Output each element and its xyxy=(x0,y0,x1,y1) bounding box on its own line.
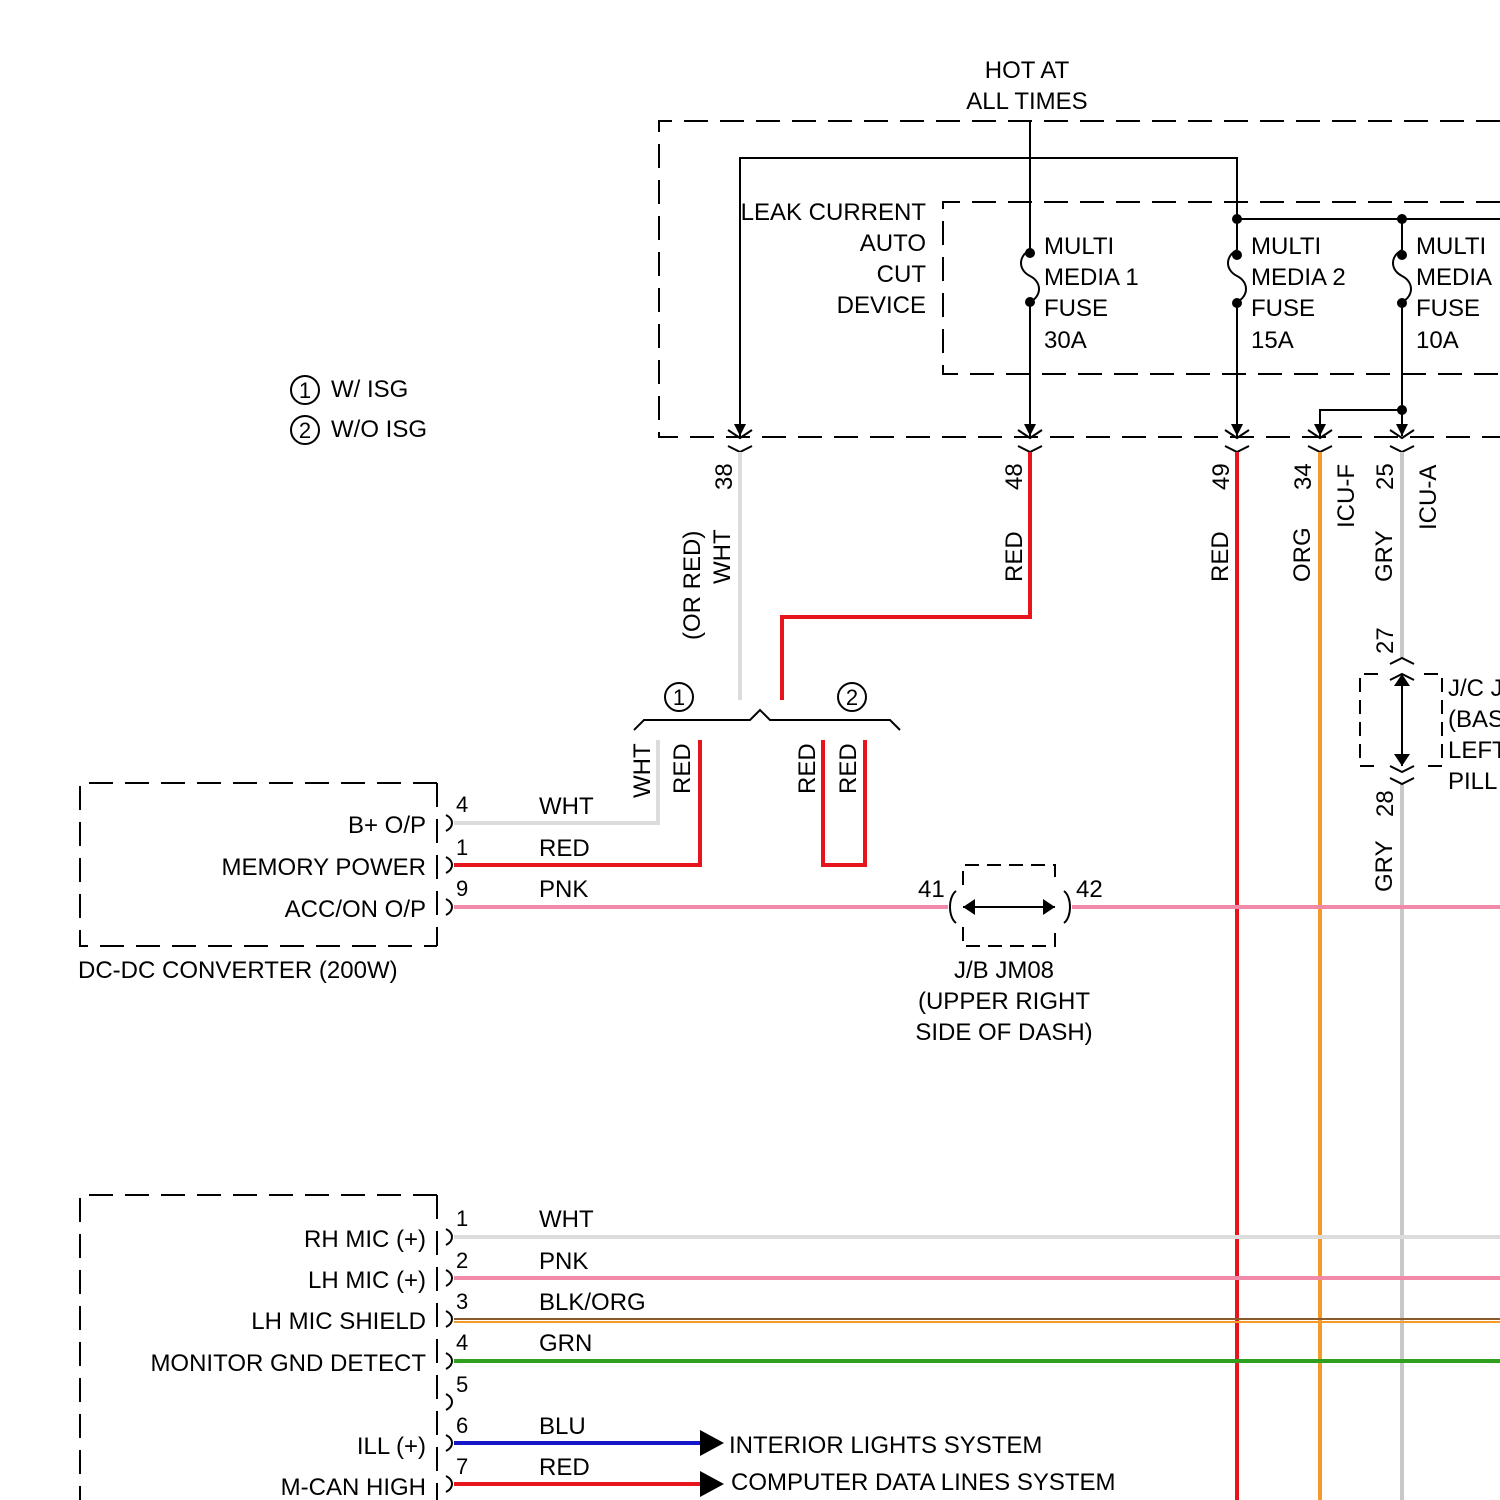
svg-text:4: 4 xyxy=(456,1330,468,1355)
svg-text:MEDIA: MEDIA xyxy=(1416,264,1492,291)
svg-text:5: 5 xyxy=(456,1372,468,1397)
hot-at-label-2: ALL TIMES xyxy=(966,88,1087,115)
svg-text:ILL (+): ILL (+) xyxy=(357,1433,426,1460)
leak-device-label-4: DEVICE xyxy=(837,292,926,319)
svg-text:W/O ISG: W/O ISG xyxy=(331,416,427,443)
svg-text:4: 4 xyxy=(456,792,468,817)
svg-text:(UPPER RIGHT: (UPPER RIGHT xyxy=(918,988,1090,1015)
svg-text:1: 1 xyxy=(673,685,685,710)
svg-text:RED: RED xyxy=(669,743,696,794)
svg-text:MULTI: MULTI xyxy=(1044,233,1114,260)
svg-text:(BAS: (BAS xyxy=(1448,706,1500,733)
svg-text:2: 2 xyxy=(299,418,311,443)
interior-lights-label: INTERIOR LIGHTS SYSTEM xyxy=(729,1432,1042,1459)
svg-text:MEDIA 2: MEDIA 2 xyxy=(1251,264,1346,291)
svg-text:GRN: GRN xyxy=(539,1330,592,1357)
svg-text:WHT: WHT xyxy=(539,1206,594,1233)
svg-text:B+ O/P: B+ O/P xyxy=(348,812,426,839)
fuse-mm-label: MULTI MEDIA FUSE 10A xyxy=(1416,233,1492,354)
svg-text:1: 1 xyxy=(456,1206,468,1231)
leak-device-label-1: LEAK CURRENT xyxy=(741,199,927,226)
svg-text:J/B JM08: J/B JM08 xyxy=(954,957,1054,984)
svg-text:WHT: WHT xyxy=(629,743,656,798)
svg-text:RED: RED xyxy=(539,1454,590,1481)
svg-text:LH MIC SHIELD: LH MIC SHIELD xyxy=(251,1308,426,1335)
svg-text:WHT: WHT xyxy=(539,793,594,820)
svg-text:LEFT: LEFT xyxy=(1448,737,1500,764)
svg-text:7: 7 xyxy=(456,1454,468,1479)
svg-text:RED: RED xyxy=(835,743,862,794)
svg-text:3: 3 xyxy=(456,1289,468,1314)
svg-text:SIDE OF DASH): SIDE OF DASH) xyxy=(915,1019,1092,1046)
svg-text:(OR RED): (OR RED) xyxy=(679,531,706,640)
computer-data-label: COMPUTER DATA LINES SYSTEM xyxy=(731,1469,1116,1496)
svg-text:W/ ISG: W/ ISG xyxy=(331,376,408,403)
destinations: INTERIOR LIGHTS SYSTEM COMPUTER DATA LIN… xyxy=(700,1430,1116,1497)
svg-text:WHT: WHT xyxy=(709,529,736,584)
svg-text:M-CAN HIGH: M-CAN HIGH xyxy=(281,1474,426,1500)
svg-text:1: 1 xyxy=(456,835,468,860)
svg-text:PNK: PNK xyxy=(539,876,588,903)
svg-text:MULTI: MULTI xyxy=(1416,233,1486,260)
svg-text:RH MIC (+): RH MIC (+) xyxy=(304,1226,426,1253)
leak-device-label-3: CUT xyxy=(877,261,927,288)
svg-text:LH MIC (+): LH MIC (+) xyxy=(308,1267,426,1294)
svg-text:RED: RED xyxy=(1001,531,1028,582)
svg-text:28: 28 xyxy=(1372,790,1399,817)
svg-text:J/C J: J/C J xyxy=(1448,675,1500,702)
svg-text:BLU: BLU xyxy=(539,1413,586,1440)
svg-text:25: 25 xyxy=(1372,463,1399,490)
svg-text:MULTI: MULTI xyxy=(1251,233,1321,260)
jc-connector: 27 28 GRY J/C J (BAS LEFT PILL xyxy=(1360,627,1500,892)
variant-split: 1 2 WHT RED RED RED xyxy=(629,683,900,798)
svg-text:15A: 15A xyxy=(1251,327,1294,354)
fuse-mm1-label: MULTI MEDIA 1 FUSE 30A xyxy=(1044,233,1139,354)
fuse-mm2-label: MULTI MEDIA 2 FUSE 15A xyxy=(1251,233,1346,354)
fuse-box-pin-labels: 38 WHT (OR RED) 48 RED 49 RED 34 ORG ICU… xyxy=(679,463,1442,640)
svg-text:FUSE: FUSE xyxy=(1044,295,1108,322)
svg-text:41: 41 xyxy=(918,876,945,903)
svg-text:42: 42 xyxy=(1076,876,1103,903)
svg-text:RED: RED xyxy=(794,743,821,794)
svg-text:1: 1 xyxy=(299,378,311,403)
svg-text:6: 6 xyxy=(456,1413,468,1438)
svg-text:2: 2 xyxy=(846,685,858,710)
svg-text:PNK: PNK xyxy=(539,1248,588,1275)
svg-text:MEMORY POWER: MEMORY POWER xyxy=(222,854,426,881)
svg-text:FUSE: FUSE xyxy=(1416,295,1480,322)
svg-text:ICU-A: ICU-A xyxy=(1415,465,1442,530)
hot-at-label-1: HOT AT xyxy=(985,57,1070,84)
svg-text:30A: 30A xyxy=(1044,327,1087,354)
svg-text:GRY: GRY xyxy=(1371,530,1398,582)
jb-jm08: 41 42 J/B JM08 (UPPER RIGHT SIDE OF DASH… xyxy=(915,865,1102,1046)
svg-text:FUSE: FUSE xyxy=(1251,295,1315,322)
leak-device-label-2: AUTO xyxy=(860,230,926,257)
svg-text:ICU-F: ICU-F xyxy=(1333,464,1360,528)
svg-text:34: 34 xyxy=(1290,463,1317,490)
svg-text:2: 2 xyxy=(456,1248,468,1273)
svg-text:BLK/ORG: BLK/ORG xyxy=(539,1289,646,1316)
connector-arrows xyxy=(734,424,1408,436)
svg-text:10A: 10A xyxy=(1416,327,1459,354)
svg-text:MONITOR GND DETECT: MONITOR GND DETECT xyxy=(150,1350,426,1377)
svg-text:27: 27 xyxy=(1372,627,1399,654)
connector-symbols xyxy=(728,430,1414,452)
svg-text:PILL: PILL xyxy=(1448,768,1497,795)
legend: 1 W/ ISG 2 W/O ISG xyxy=(291,376,427,444)
svg-text:48: 48 xyxy=(1001,463,1028,490)
dcdc-name: DC-DC CONVERTER (200W) xyxy=(78,957,398,984)
svg-text:38: 38 xyxy=(711,463,738,490)
svg-text:ORG: ORG xyxy=(1289,527,1316,582)
svg-text:9: 9 xyxy=(456,876,468,901)
svg-text:RED: RED xyxy=(539,835,590,862)
svg-text:MEDIA 1: MEDIA 1 xyxy=(1044,264,1139,291)
svg-text:ACC/ON O/P: ACC/ON O/P xyxy=(285,896,426,923)
dcdc-converter: DC-DC CONVERTER (200W) B+ O/P MEMORY POW… xyxy=(78,783,594,984)
svg-text:49: 49 xyxy=(1208,463,1235,490)
svg-text:GRY: GRY xyxy=(1371,840,1398,892)
svg-text:RED: RED xyxy=(1207,531,1234,582)
head-unit: RH MIC (+) LH MIC (+) LH MIC SHIELD MONI… xyxy=(80,1195,646,1500)
